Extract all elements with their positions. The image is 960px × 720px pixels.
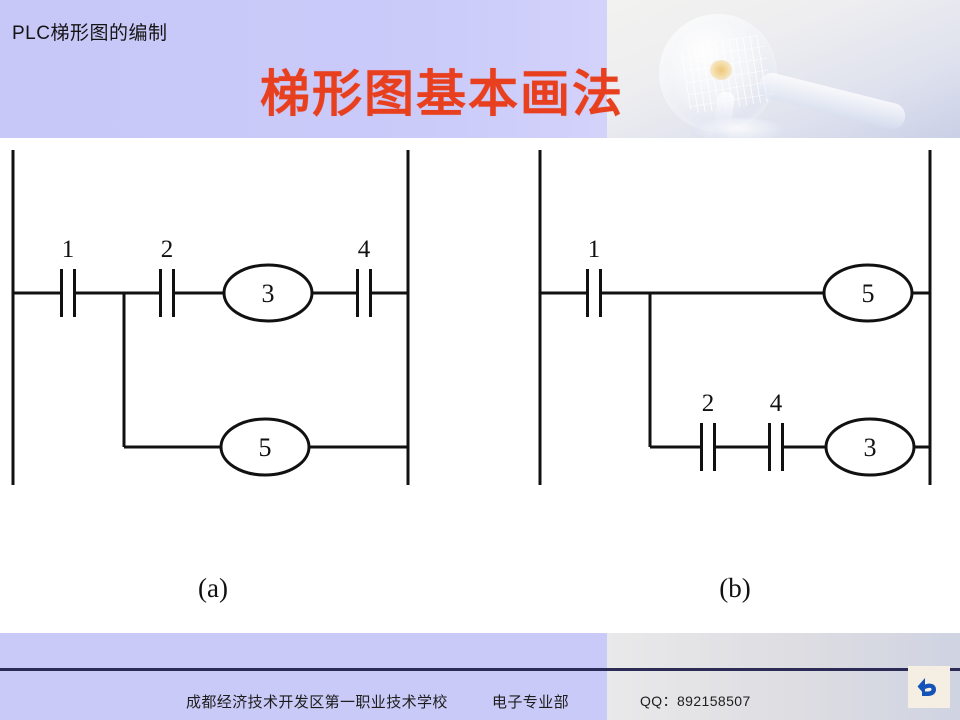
rung-b-2: 2 4 3 [650,390,930,477]
lamp-filament-icon [710,60,732,80]
rung-a-1: 1 2 3 4 [13,236,408,323]
coil-label-3: 3 [864,433,877,462]
back-button[interactable] [908,666,950,708]
coil-label-5: 5 [259,433,272,462]
coil-label-3: 3 [262,279,275,308]
footer-qq-number: QQ：892158507 [640,693,751,709]
lamp-base-icon [691,118,787,140]
coil-label-5: 5 [862,279,875,308]
rung-b-1: 15 [540,236,930,323]
coil-outline-5 [822,263,914,323]
footer-school-name: 成都经济技术开发区第一职业技术学校 [186,694,448,711]
footer-gray-band [607,633,960,720]
page-title: 梯形图基本画法 [260,66,624,122]
slide-header [0,0,960,140]
rung-a-2: 5 [124,417,408,477]
coil-outline-3 [824,417,916,477]
footer-divider [0,668,960,671]
footer-color-band [0,633,607,720]
diagram-caption-b: (b) [719,573,750,603]
contact-label-1: 1 [62,236,75,263]
header-decorative-photo [607,0,960,140]
ladder-diagram-a: 1 2 3 4 5 (a) [11,150,410,603]
header-bottom-edge [0,138,960,140]
contact-label-4: 4 [770,390,783,417]
lamp-handle-icon [756,70,908,132]
coil-outline-3 [222,263,314,323]
header-color-band [0,0,607,140]
diagram-caption-a: (a) [198,573,228,603]
contact-label-1: 1 [588,236,601,263]
contact-label-2: 2 [702,390,715,417]
contact-label-4: 4 [358,236,371,263]
slide-footer [0,633,960,720]
contact-label-2: 2 [161,236,174,263]
header-subtitle: PLC梯形图的编制 [12,23,168,44]
undo-arrow-icon [917,678,936,696]
footer-department: 电子专业部 [492,694,570,711]
coil-outline-5 [219,417,311,477]
